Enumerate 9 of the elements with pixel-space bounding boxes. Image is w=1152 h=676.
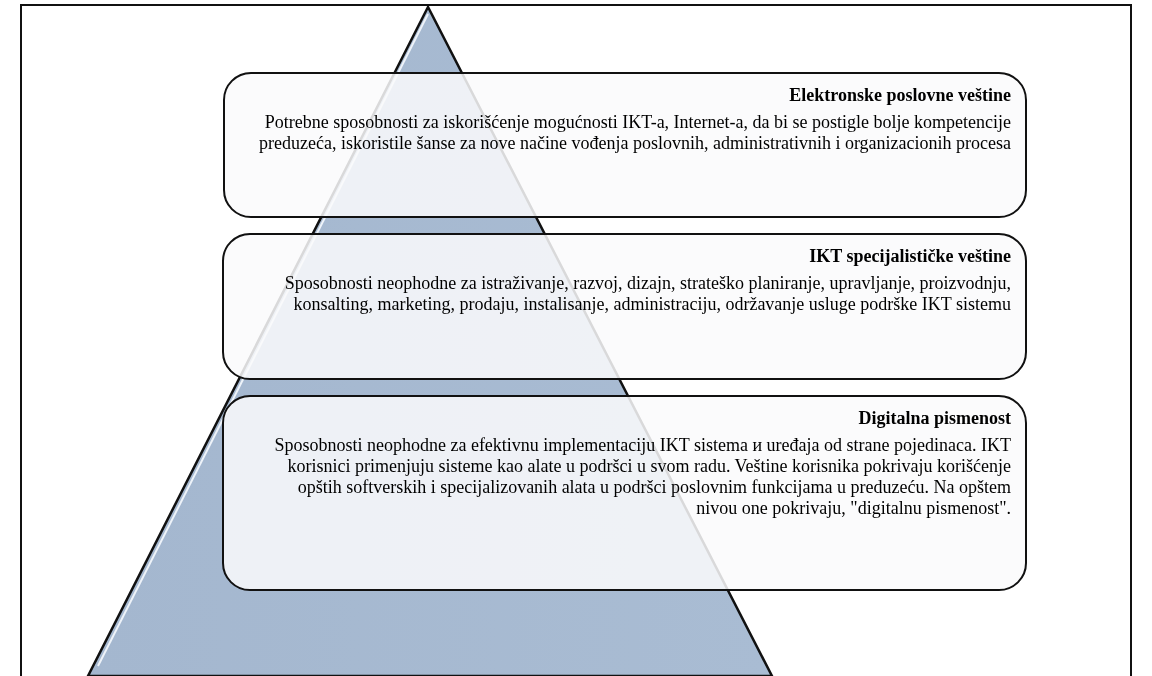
tier-description: Potrebne sposobnosti za iskorišćenje mogućnosti IKT-a, Internet-a, da bi se postigle bolje kompetencije preduzeća, iskoristile šanse za nove načine vođenja poslovnih, administrativnih i organizacionih procesa	[258, 112, 1011, 154]
tier-box	[223, 72, 1027, 218]
tier-box	[222, 395, 1027, 591]
tier-title: Elektronske poslovne veštine	[788, 84, 1011, 106]
tier-title: Digitalna pismenost	[857, 407, 1011, 429]
tier-description: Sposobnosti neophodne za efektivnu implementaciju IKT sistema и uređaja od strane pojedinaca. IKT korisnici primenjuju sisteme kao alate u podršci u svom radu. Veštine korisnika pokrivaju korišćenje opštih softverskih i specijalizovanih alata u podršci poslovnim funkcijama u preduzeću. Na opštem nivou one pokrivaju, "digitalnu pismenost".	[273, 435, 1011, 519]
tier-title: IKT specijalističke veštine	[808, 245, 1011, 267]
tier-box	[222, 233, 1027, 380]
tier-description: Sposobnosti neophodne za istraživanje, razvoj, dizajn, strateško planiranje, upravljanje, proizvodnju, konsalting, marketing, prodaju, instalisanje, administraciju, održavanje usluge podrške IKT sistemu	[283, 273, 1011, 315]
